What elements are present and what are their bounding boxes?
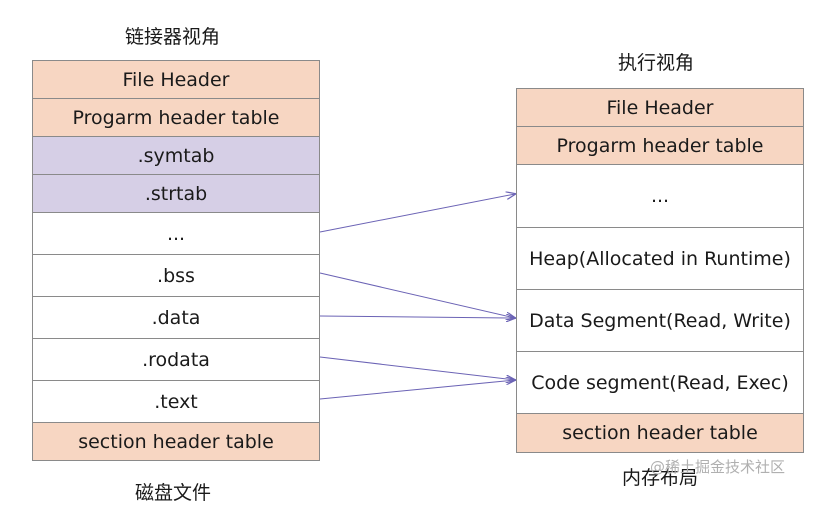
left-rodata: .rodata: [32, 338, 320, 381]
memory-layout-caption: 内存布局: [622, 467, 699, 489]
watermark: @稀土掘金技术社区: [650, 458, 786, 476]
right-file-header: File Header: [516, 88, 804, 127]
left-program-header-table: Progarm header table: [32, 98, 320, 137]
arrow-ellipsis-to-ellipsis: [319, 194, 515, 233]
left-symtab: .symtab: [32, 136, 320, 175]
left-file-header: File Header: [32, 60, 320, 99]
mapping-arrows: [319, 0, 818, 400]
right-program-header-table: Progarm header table: [516, 126, 804, 165]
execution-view-stack: File Header Progarm header table ... Hea…: [516, 88, 804, 453]
left-section-header-table: section header table: [32, 422, 320, 461]
arrow-rodata-to-code-segment: [319, 356, 515, 380]
right-code-segment: Code segment(Read, Exec): [516, 351, 804, 414]
disk-file-caption: 磁盘文件: [135, 482, 212, 504]
left-ellipsis: ...: [32, 212, 320, 255]
right-data-segment: Data Segment(Read, Write): [516, 289, 804, 352]
left-strtab: .strtab: [32, 174, 320, 213]
linker-view-stack: File Header Progarm header table .symtab…: [32, 60, 320, 461]
left-text: .text: [32, 380, 320, 423]
arrow-data-to-data-segment: [319, 316, 515, 318]
left-data: .data: [32, 296, 320, 339]
right-section-header-table: section header table: [516, 413, 804, 453]
left-bss: .bss: [32, 254, 320, 297]
linker-view-title: 链接器视角: [125, 26, 221, 48]
arrow-text-to-code-segment: [319, 380, 515, 400]
right-heap: Heap(Allocated in Runtime): [516, 227, 804, 290]
execution-view-title: 执行视角: [618, 52, 695, 74]
arrow-bss-to-data-segment: [319, 272, 515, 318]
